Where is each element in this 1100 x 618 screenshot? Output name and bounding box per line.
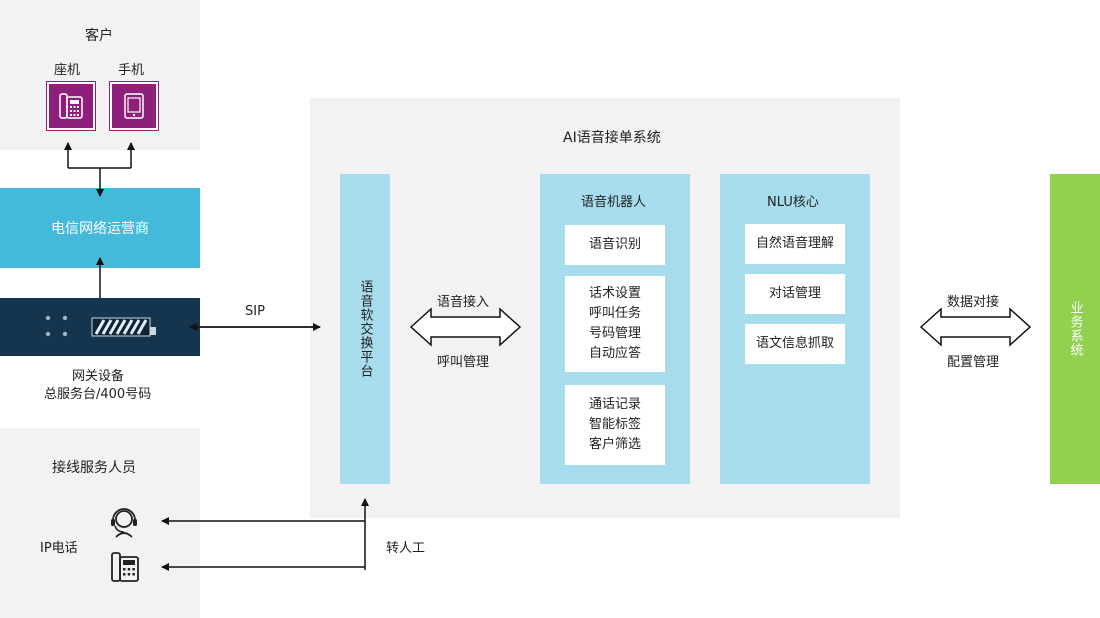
arrow-left-bottom-label: 呼叫管理 (437, 355, 490, 370)
business-system-box: 业务系统 (1050, 174, 1100, 484)
headset-icon (111, 508, 137, 538)
gateway-label-line1: 网关设备 (72, 369, 125, 384)
voice-switch-platform-label: 语音软交换平台 (357, 280, 373, 378)
nlu-item: 对话管理 (768, 286, 821, 301)
arrow-left-top-label: 语音接入 (437, 295, 490, 310)
mobile-phone-icon (110, 82, 158, 130)
desk-phone-icon (111, 552, 139, 582)
data-integration-double-arrow (919, 307, 1032, 347)
telecom-operator-box: 电信网络运营商 (0, 188, 200, 268)
voice-robot-title: 语音机器人 (581, 195, 647, 210)
sip-label: SIP (245, 304, 265, 319)
landline-phone-icon (47, 82, 95, 130)
robot-item: 智能标签 (588, 417, 641, 432)
business-system-label: 业务系统 (1067, 301, 1083, 357)
transfer-label: 转人工 (386, 541, 426, 556)
robot-item: 语音识别 (588, 237, 641, 252)
robot-box-records: 通话记录 智能标签 客户筛选 (565, 385, 665, 465)
robot-box-script: 话术设置 呼叫任务 号码管理 自动应答 (565, 276, 665, 372)
gateway-label-line2: 总服务台/400号码 (44, 387, 152, 402)
robot-item: 客户筛选 (588, 437, 641, 452)
robot-item: 号码管理 (588, 326, 641, 341)
voice-switch-platform: 语音软交换平台 (340, 174, 390, 484)
nlu-item: 语文信息抓取 (755, 336, 834, 351)
nlu-item-box: 语文信息抓取 (745, 324, 845, 364)
robot-item: 自动应答 (588, 346, 641, 361)
robot-box-recognition: 语音识别 (565, 225, 665, 265)
nlu-item: 自然语音理解 (755, 236, 834, 251)
ai-system-title: AI语音接单系统 (563, 130, 661, 146)
robot-item: 话术设置 (588, 286, 641, 301)
gateway-device (0, 298, 200, 356)
robot-item: 通话记录 (588, 397, 641, 412)
landline-label: 座机 (54, 63, 81, 78)
nlu-item-box: 对话管理 (745, 274, 845, 314)
mobile-label: 手机 (118, 63, 145, 78)
telecom-operator-label: 电信网络运营商 (51, 221, 149, 237)
robot-item: 呼叫任务 (588, 306, 641, 321)
arrow-right-bottom-label: 配置管理 (947, 355, 1000, 370)
ip-phone-label: IP电话 (40, 541, 78, 556)
arrow-right-top-label: 数据对接 (947, 295, 1000, 310)
nlu-core-title: NLU核心 (767, 195, 819, 210)
agents-title: 接线服务人员 (52, 460, 136, 476)
customer-title: 客户 (85, 28, 113, 44)
gateway-device-icon (45, 315, 156, 337)
customer-panel (0, 0, 200, 150)
nlu-item-box: 自然语音理解 (745, 224, 845, 264)
